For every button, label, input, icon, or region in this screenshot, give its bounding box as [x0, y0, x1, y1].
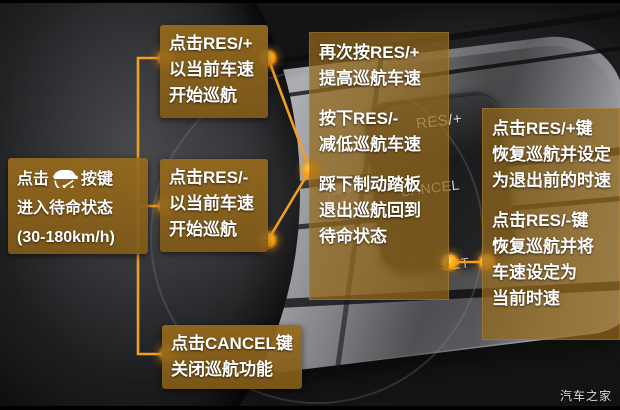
callout-res-minus-start[interactable]: 点击RES/- 以当前车速 开始巡航	[160, 159, 268, 252]
right-b1-line-2: 恢复巡航并设定	[492, 145, 611, 164]
mid-block-decrease-speed: 按下RES/- 减低巡航车速	[319, 106, 439, 158]
cancel-line-1: 点击CANCEL键	[171, 334, 293, 353]
standby-suffix-text: 按键	[81, 171, 114, 188]
res-plus-start-line-1: 点击RES/+	[169, 34, 253, 53]
res-plus-start-line-3: 开始巡航	[169, 86, 237, 105]
callout-cancel[interactable]: 点击CANCEL键 关闭巡航功能	[162, 325, 302, 389]
right-b2-line-1: 点击RES/-键	[492, 211, 589, 230]
res-plus-start-line-2: 以当前车速	[169, 60, 254, 79]
cancel-line-2: 关闭巡航功能	[171, 360, 273, 379]
mid-block-brake-exit: 踩下制动踏板 退出巡航回到 待命状态	[319, 172, 439, 250]
standby-line-3: (30-180km/h)	[17, 229, 115, 246]
right-block-resume-current: 点击RES/-键 恢复巡航并将 车速设定为 当前时速	[492, 208, 610, 312]
standby-prefix-text: 点击	[17, 171, 50, 188]
right-b2-line-4: 当前时速	[492, 289, 560, 308]
standby-line-2: 进入待命状态	[17, 200, 114, 217]
letterbox-top	[0, 0, 620, 3]
callout-column-middle[interactable]: 再次按RES/+ 提高巡航车速 按下RES/- 减低巡航车速 踩下制动踏板 退出…	[309, 32, 449, 300]
mid-b1-line-2: 提高巡航车速	[319, 69, 421, 88]
right-block-resume-previous: 点击RES/+键 恢复巡航并设定 为退出前的时速	[492, 116, 611, 194]
right-b1-line-3: 为退出前的时速	[492, 171, 611, 190]
watermark: 汽车之家	[559, 389, 612, 403]
mid-b1-line-1: 再次按RES/+	[319, 43, 420, 62]
mid-b3-line-2: 退出巡航回到	[319, 201, 421, 220]
mid-b3-line-3: 待命状态	[319, 227, 387, 246]
res-minus-start-line-1: 点击RES/-	[169, 168, 249, 187]
callout-res-plus-start[interactable]: 点击RES/+ 以当前车速 开始巡航	[160, 25, 268, 118]
right-b2-line-3: 车速设定为	[492, 263, 577, 282]
right-b2-line-2: 恢复巡航并将	[492, 237, 594, 256]
mid-b3-line-1: 踩下制动踏板	[319, 175, 421, 194]
res-minus-start-line-2: 以当前车速	[169, 194, 254, 213]
car-cruise-icon	[53, 170, 78, 188]
callout-column-right[interactable]: 点击RES/+键 恢复巡航并设定 为退出前的时速 点击RES/-键 恢复巡航并将…	[482, 108, 620, 340]
mid-b2-line-2: 减低巡航车速	[319, 135, 421, 154]
standby-line-1: 点击 按键	[17, 165, 139, 194]
letterbox-bottom	[0, 406, 620, 410]
mid-block-increase-speed: 再次按RES/+ 提高巡航车速	[319, 40, 439, 92]
right-b1-line-1: 点击RES/+键	[492, 119, 593, 138]
mid-b2-line-1: 按下RES/-	[319, 109, 399, 128]
callout-standby[interactable]: 点击 按键 进入待命状态 (30-180km/h)	[8, 158, 148, 254]
res-minus-start-line-3: 开始巡航	[169, 220, 237, 239]
